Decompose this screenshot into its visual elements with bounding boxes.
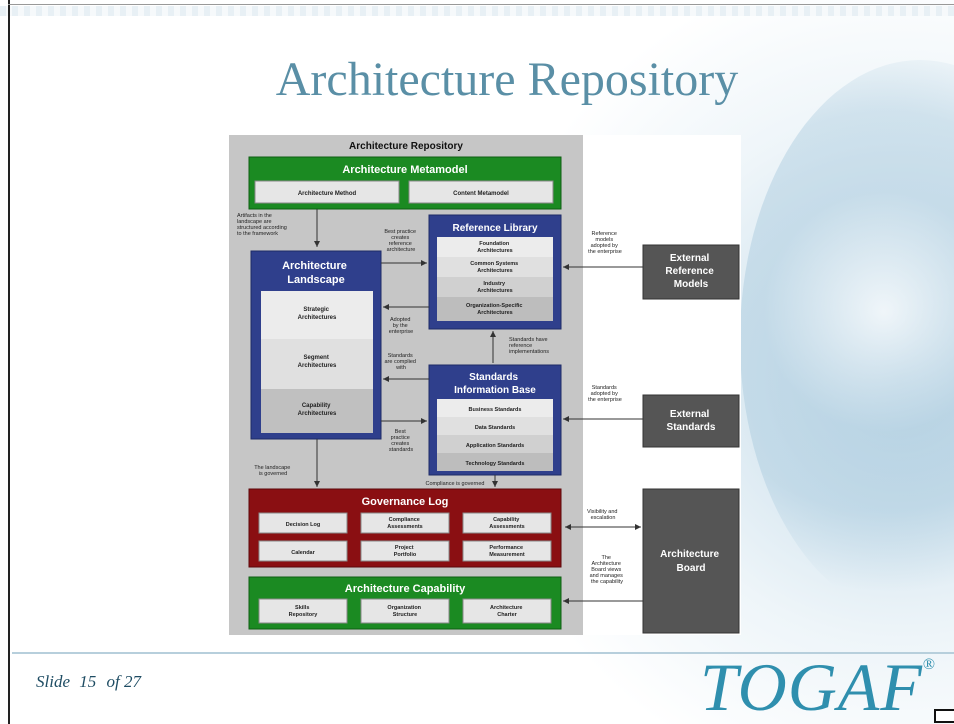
annotation-adopted: Adopted by the enterprise [389,317,413,335]
metamodel-item [254,180,400,204]
external-reference-models-box [642,244,740,300]
governance-item-label: Decision Log [286,522,321,528]
footer-divider [12,652,954,654]
globe-background [740,60,954,620]
reference-item-label: Common Systems Architectures [470,261,520,274]
annotation-complied: Standards are complied with [384,353,417,371]
annotation-visibility: Visibility and escalation [587,509,619,521]
annotation-artifacts: Artifacts in the landscape are structure… [237,213,288,237]
corner-box[interactable] [934,709,954,723]
capability-item-label: Organization Structure [387,605,422,618]
capability-title: Architecture Capability [345,583,466,595]
slide-number-total: of 27 [106,672,141,691]
annotation-standards-adopted: Standards adopted by the enterprise [588,385,622,403]
logo-text: TOGAF [700,649,923,724]
slide-number: Slide 15 of 27 [36,672,141,692]
governance-item-label: Calendar [291,550,315,556]
annotation-landscape-governed: The landscape is governed [254,465,292,477]
reference-item [437,257,553,277]
capability-item-label: Architecture Charter [490,605,524,618]
external-standards-label: External Standards [667,409,716,433]
registered-mark: ® [922,656,937,673]
sib-title: Standards Information Base [454,372,536,396]
capability-item [258,598,348,624]
annotation-ref-models-adopted: Reference models adopted by the enterpri… [588,231,622,255]
togaf-logo: TOGAF® [700,648,936,724]
landscape-item [261,339,373,389]
frame-left-edge [8,0,10,724]
landscape-title: Architecture Landscape [282,260,350,286]
reference-item [437,297,553,321]
capability-item [462,598,552,624]
governance-item-label: Performance Measurement [489,545,525,558]
reference-item-label: Organization-Specific Architectures [466,303,524,316]
governance-item-label: Compliance Assessments [387,517,422,530]
annotation-board-views: The Architecture Board views and manages… [590,555,625,585]
slide-title: Architecture Repository [275,53,739,106]
sib-item [437,453,553,471]
metamodel-item-label: Content Metamodel [453,191,509,197]
capability-item [360,598,450,624]
architecture-repository-diagram: Architecture Repository Architecture Met… [229,135,741,635]
landscape-item-label: Capability Architectures [298,403,337,417]
reference-library-title: Reference Library [452,223,537,234]
landscape-item-label: Strategic Architectures [298,307,337,321]
external-reference-models-label: External Reference Models [665,253,716,290]
governance-item [258,512,348,534]
landscape-item [261,389,373,433]
sib-item-label: Application Standards [466,443,524,449]
decorative-top-band [0,6,954,16]
metamodel-item-label: Architecture Method [298,191,357,197]
architecture-board-label: Architecture Board [660,549,722,574]
architecture-board-box [642,488,740,634]
panel-title: Architecture Repository [349,141,463,152]
frame-top-edge [8,4,954,5]
annotation-compliance-governed: Compliance is governed [425,481,484,487]
reference-item [437,237,553,257]
governance-item [462,512,552,534]
annotation-best-practice-reference: Best practice creates reference architec… [384,229,417,253]
sib-item-label: Data Standards [475,425,515,431]
external-standards-box [642,394,740,448]
metamodel-title: Architecture Metamodel [342,164,467,176]
landscape-item [261,291,373,339]
governance-item [462,540,552,562]
governance-item [360,540,450,562]
slide-number-current: 15 [79,672,97,691]
annotation-standards-have-reference: Standards have reference implementations [509,337,549,355]
governance-item-label: Capability Assessments [489,517,524,530]
governance-item [258,540,348,562]
metamodel-item [408,180,554,204]
annotation-best-practice-standards: Best practice creates standards [389,429,413,453]
sib-item-label: Business Standards [469,407,522,413]
governance-item [360,512,450,534]
governance-title: Governance Log [362,496,449,508]
landscape-item-label: Segment Architectures [298,355,337,369]
slide-number-prefix: Slide [36,672,70,691]
governance-item-label: Project Portfolio [394,545,417,558]
sib-item-label: Technology Standards [466,461,525,467]
sib-item [437,435,553,453]
reference-item-label: Industry Architectures [477,281,512,294]
sib-item [437,399,553,417]
reference-item [437,277,553,297]
sib-item [437,417,553,435]
reference-item-label: Foundation Architectures [477,241,512,254]
capability-item-label: Skills Repository [289,605,319,618]
